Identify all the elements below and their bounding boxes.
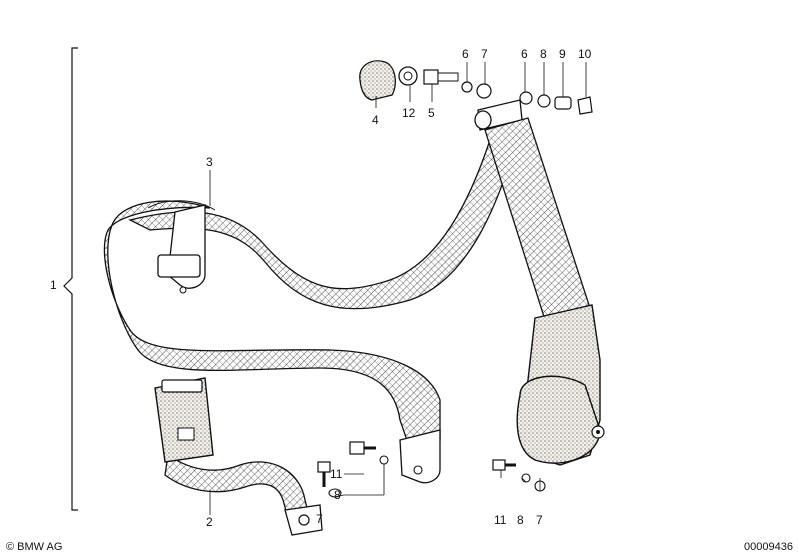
top-hardware [359, 60, 593, 115]
buckle-stalk [154, 377, 323, 536]
tongue-plate [157, 204, 206, 294]
callout-7-bottom-left: 7 [316, 512, 323, 526]
belt-retractor [516, 304, 605, 466]
callout-8-bottom: 8 [517, 513, 524, 527]
callout-labels: 1 2 3 4 5 6 6 7 7 7 8 8 8 9 10 11 11 12 [50, 47, 592, 529]
lower-end-fitting [399, 429, 441, 484]
callout-9: 9 [559, 47, 566, 61]
callout-11-middle: 11 [330, 467, 343, 481]
callout-7-top: 7 [481, 47, 488, 61]
callout-6-top-right: 6 [521, 47, 528, 61]
callout-2: 2 [206, 515, 213, 529]
callout-5: 5 [428, 106, 435, 120]
diagram-number: 00009436 [744, 541, 793, 553]
callout-3: 3 [206, 155, 213, 169]
leader-lines [209, 62, 587, 515]
callout-12: 12 [402, 106, 416, 120]
callout-8-top: 8 [540, 47, 547, 61]
callout-8-middle: 8 [334, 488, 341, 502]
callout-10: 10 [578, 47, 592, 61]
upper-anchor-strap [474, 99, 591, 321]
callout-1: 1 [50, 278, 57, 292]
callout-7-bottom-right: 7 [536, 513, 543, 527]
callout-6-top-left: 6 [462, 47, 469, 61]
callout-11-bottom: 11 [494, 513, 507, 527]
copyright-notice: © BMW AG [6, 541, 63, 553]
assembly-bracket [63, 47, 78, 511]
callout-4: 4 [372, 113, 379, 127]
